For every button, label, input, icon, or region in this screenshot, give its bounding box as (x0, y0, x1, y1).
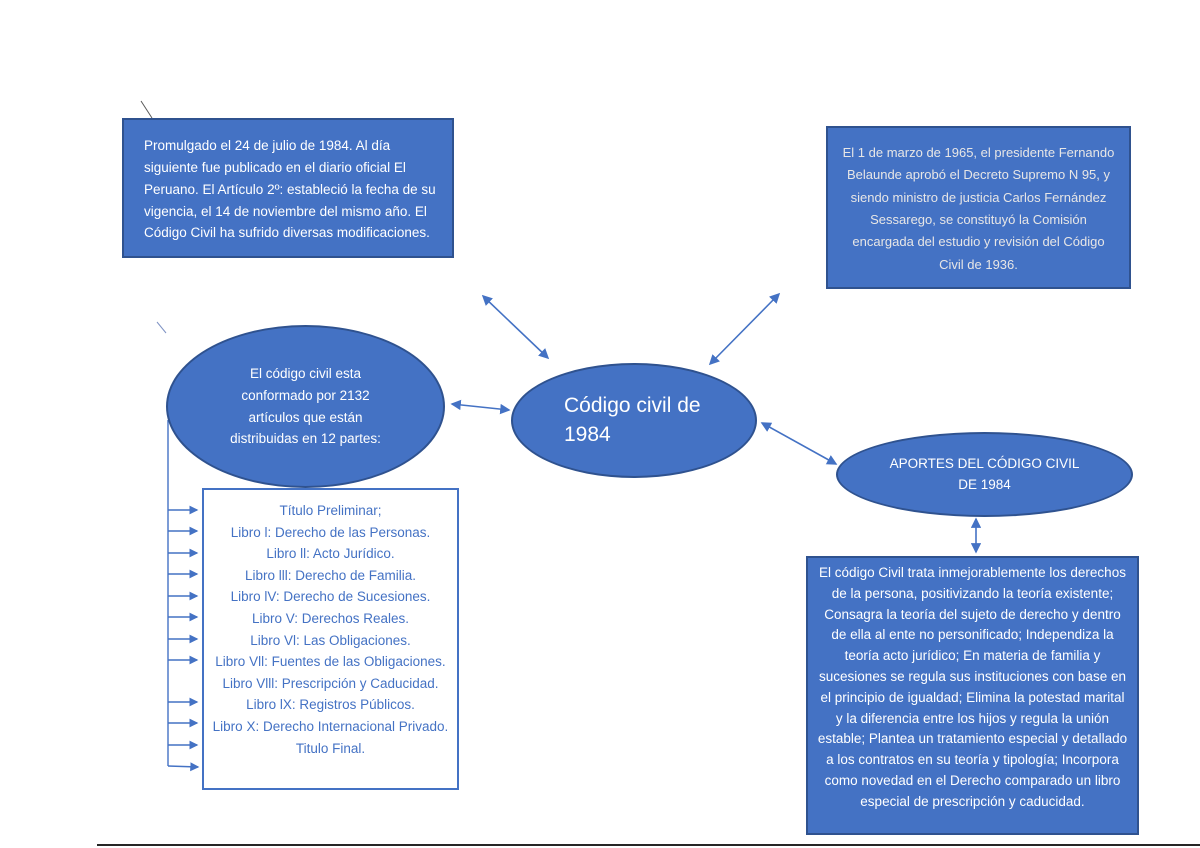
parts-list-item: Libro lX: Registros Públicos. (246, 697, 415, 713)
connector-center-commission (708, 292, 781, 366)
node-aportes-detail-box: El código Civil trata inmejorablemente l… (806, 556, 1139, 835)
node-commission-box: El 1 de marzo de 1965, el presidente Fer… (826, 126, 1131, 289)
node-center-topic: Código civil de 1984 (511, 363, 757, 478)
structure-text: El código civil esta conformado por 2132… (230, 366, 381, 447)
parts-list-item: Título Preliminar; (279, 503, 382, 518)
parts-list-item: Libro lll: Derecho de Familia. (244, 567, 417, 583)
connector-center-promulgation (481, 294, 550, 360)
commission-text: El 1 de marzo de 1965, el presidente Fer… (842, 145, 1115, 272)
connector-center-structure (450, 399, 511, 415)
aportes-detail-text: El código Civil trata inmejorablemente l… (817, 565, 1128, 809)
stray-mark (156, 321, 167, 334)
parts-list-item: Libro X: Derecho Internacional Privado. … (212, 718, 449, 756)
parts-list-item: Libro l: Derecho de las Personas. (230, 524, 431, 540)
aportes-text: APORTES DEL CÓDIGO CIVIL DE 1984 (889, 455, 1080, 492)
connector-center-aportes (760, 422, 838, 465)
node-promulgation-box: Promulgado el 24 de julio de 1984. Al dí… (122, 118, 454, 258)
node-aportes-ellipse: APORTES DEL CÓDIGO CIVIL DE 1984 (836, 432, 1133, 517)
parts-list-item: Libro Vl: Las Obligaciones. (250, 632, 411, 648)
parts-list-item: Libro V: Derechos Reales. (251, 610, 410, 626)
promulgation-text: Promulgado el 24 de julio de 1984. Al dí… (144, 138, 436, 241)
stray-mark (140, 100, 153, 119)
parts-list-item: Libro ll: Acto Jurídico. (266, 546, 395, 562)
page-bottom-edge (97, 844, 1200, 846)
center-topic-label: Código civil de 1984 (564, 394, 701, 446)
parts-list-item: Libro lV: Derecho de Sucesiones. (230, 589, 431, 605)
parts-list-item: Libro Vlll: Prescripción y Caducidad. (222, 675, 439, 691)
node-structure-ellipse: El código civil esta conformado por 2132… (166, 325, 445, 488)
parts-list: Título Preliminar; Libro l: Derecho de l… (204, 490, 457, 769)
parts-list-item: Libro Vll: Fuentes de las Obligaciones. (215, 654, 446, 670)
node-parts-list-box: Título Preliminar; Libro l: Derecho de l… (202, 488, 459, 790)
connector-parts-stub (167, 762, 200, 772)
